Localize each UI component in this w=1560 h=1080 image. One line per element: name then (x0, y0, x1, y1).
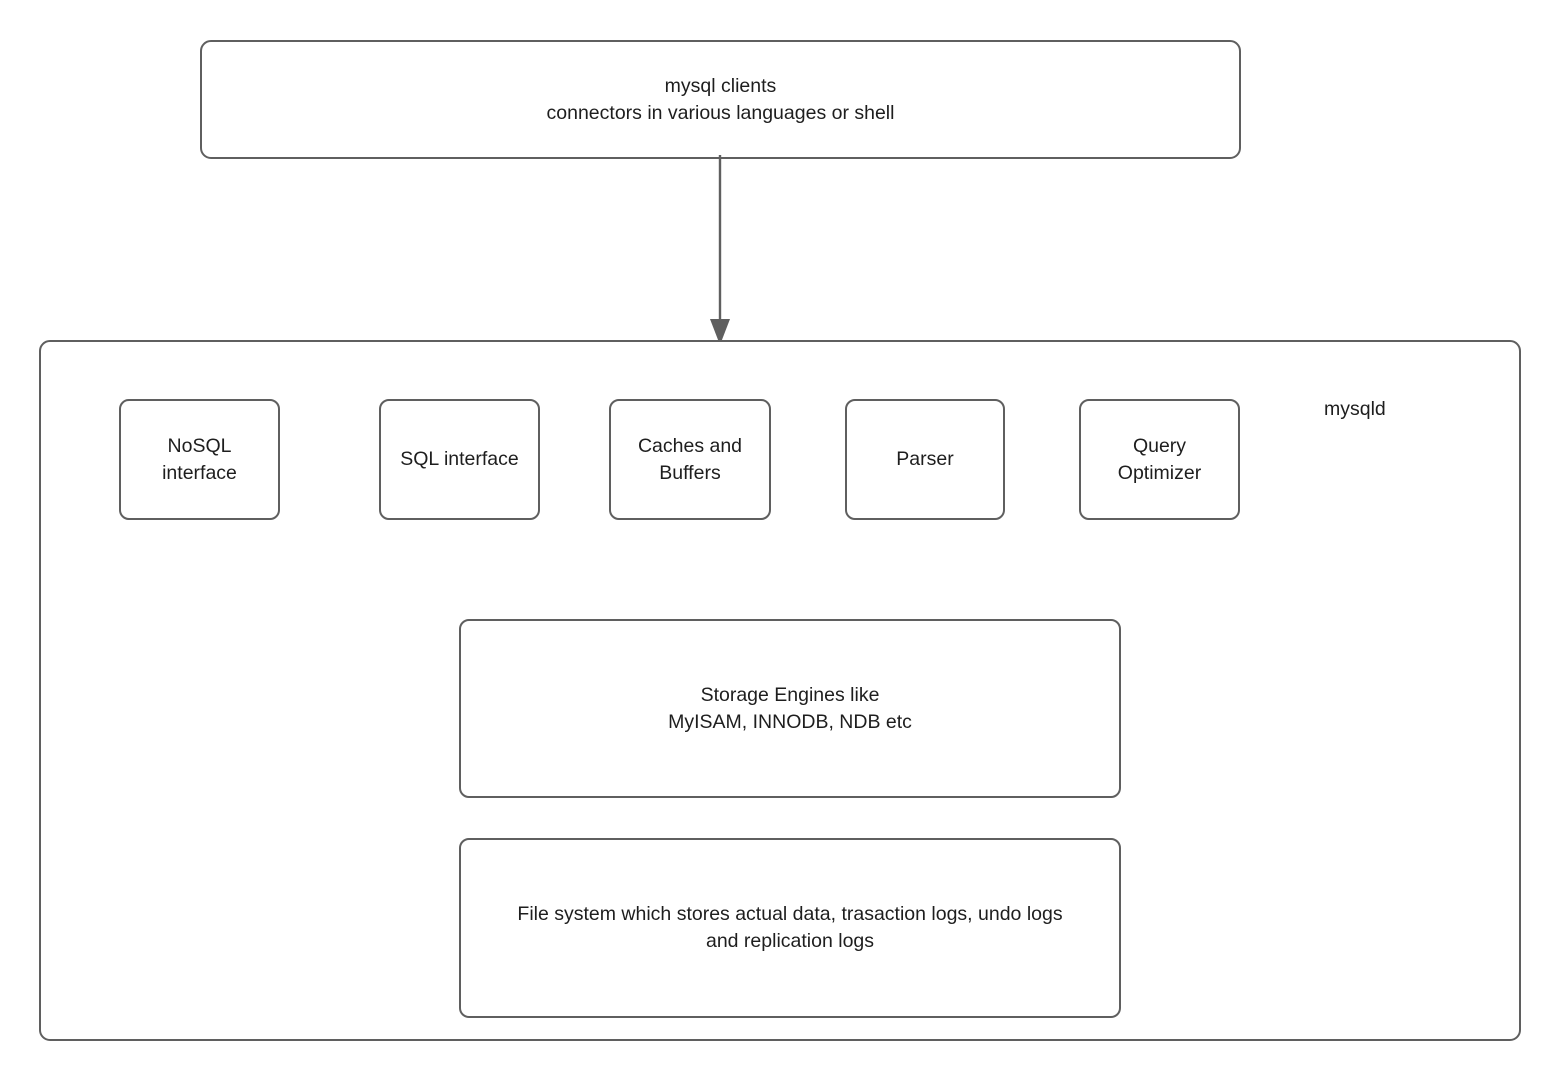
node-sql-interface-label: SQL interface (400, 448, 519, 470)
node-parser-label: Parser (896, 448, 954, 470)
down-arrow-icon (710, 155, 730, 345)
node-sql-interface[interactable]: SQL interface (379, 399, 540, 520)
node-mysql-clients[interactable]: mysql clients connectors in various lang… (200, 40, 1241, 159)
node-storage-engines-label: Storage Engines like MyISAM, INNODB, NDB… (668, 683, 912, 733)
node-file-system[interactable]: File system which stores actual data, tr… (459, 838, 1121, 1018)
mysqld-label: mysqld (1324, 398, 1386, 420)
node-query-optimizer-label: Query Optimizer (1117, 434, 1202, 484)
node-query-optimizer[interactable]: Query Optimizer (1079, 399, 1240, 520)
node-nosql-interface-label: NoSQL interface (162, 434, 237, 484)
node-storage-engines[interactable]: Storage Engines like MyISAM, INNODB, NDB… (459, 619, 1121, 798)
node-mysql-clients-label: mysql clients connectors in various lang… (546, 74, 895, 124)
node-nosql-interface[interactable]: NoSQL interface (119, 399, 280, 520)
node-parser[interactable]: Parser (845, 399, 1005, 520)
node-caches-and-buffers-label: Caches and Buffers (637, 434, 743, 484)
node-file-system-label: File system which stores actual data, tr… (517, 903, 1063, 952)
node-caches-and-buffers[interactable]: Caches and Buffers (609, 399, 771, 520)
